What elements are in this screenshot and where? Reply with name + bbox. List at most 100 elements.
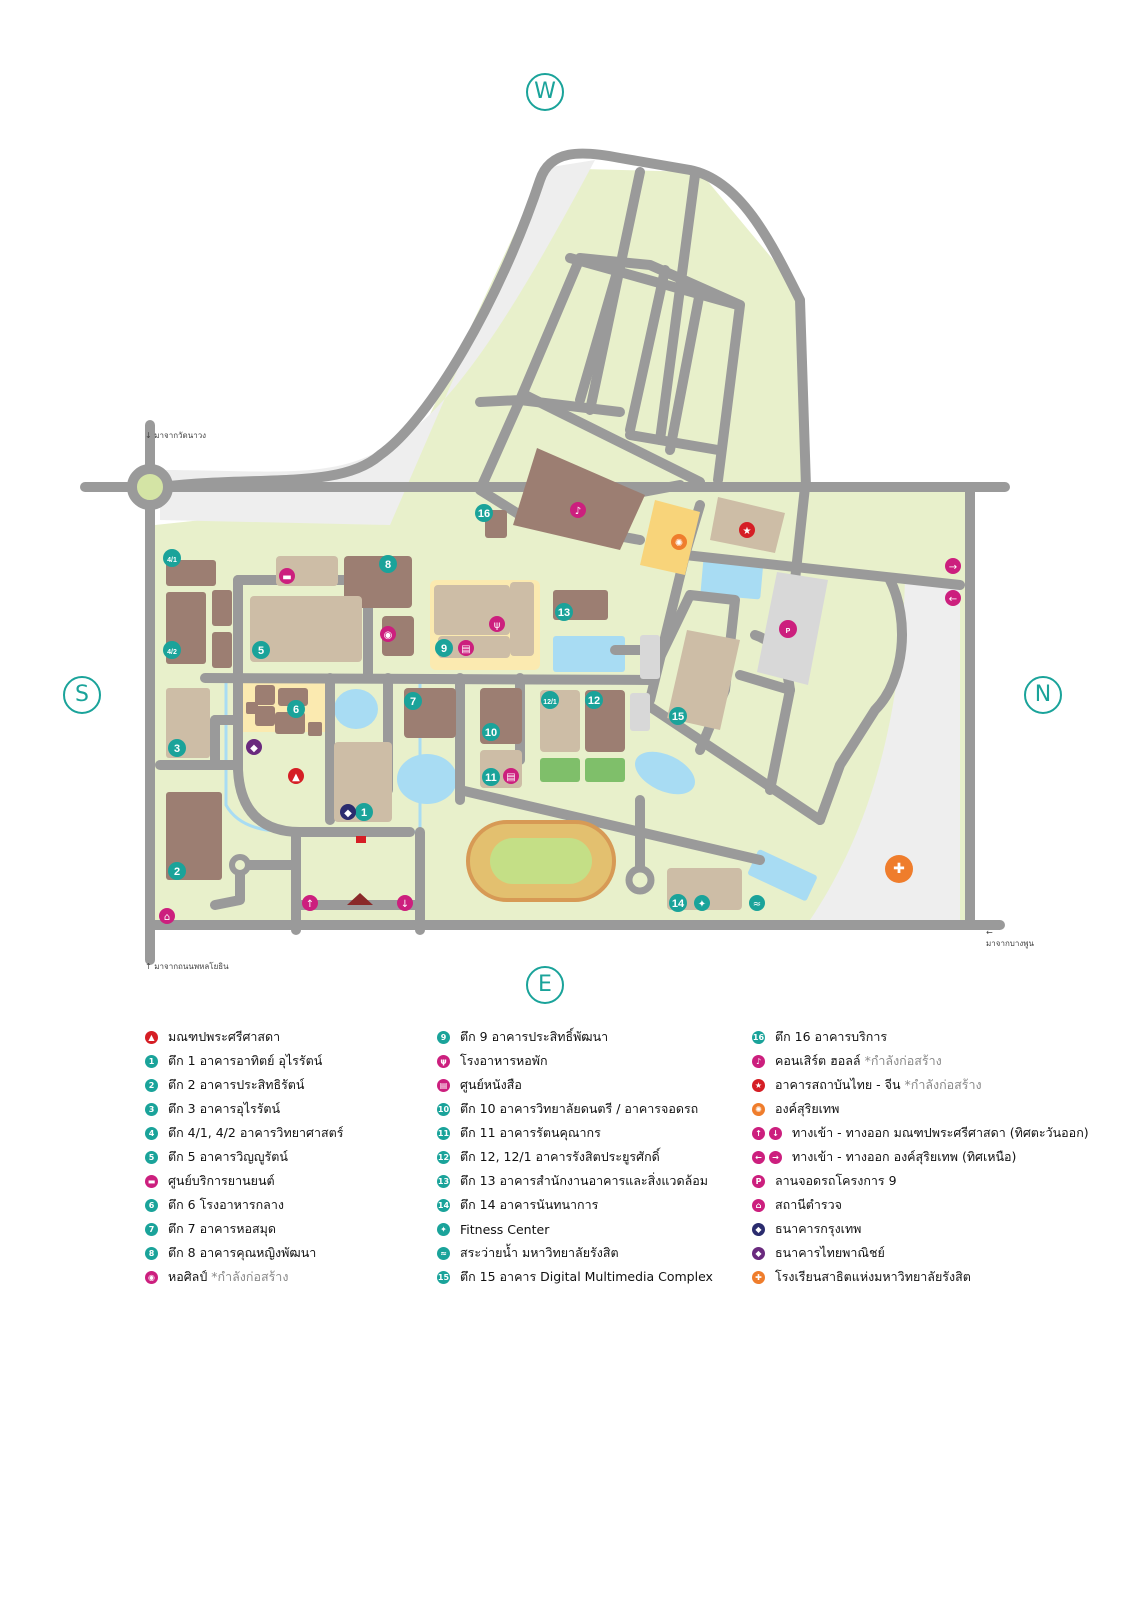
bookstore-marker: ▤ (503, 768, 519, 784)
svg-text:◆: ◆ (250, 743, 258, 754)
building-12-icon: 12 (437, 1150, 450, 1164)
legend-label: ตึก 12, 12/1 อาคารรังสิตประยูรศักดิ์ (460, 1149, 660, 1164)
building-16-marker: 16 (475, 504, 493, 522)
legend-note: *กำลังก่อสร้าง (211, 1269, 289, 1284)
temple-marker: ▲ (288, 768, 304, 784)
legend-label: ตึก 4/1, 4/2 อาคารวิทยาศาสตร์ (168, 1125, 344, 1140)
building-5-marker: 5 (252, 641, 270, 659)
svg-text:12: 12 (588, 695, 600, 707)
monument-icon (347, 893, 373, 905)
legend-label: ทางเข้า - ทางออก มณฑปพระศรีศาสดา (ทิศตะว… (792, 1125, 1089, 1140)
legend-item: 14 ตึก 14 อาคารนันทนาการ (437, 1193, 713, 1217)
svg-text:14: 14 (672, 898, 685, 910)
legend-item: ←→ทางเข้า - ทางออก องค์สุริยเทพ (ทิศเหนื… (752, 1145, 1089, 1169)
buildings-light (166, 497, 828, 910)
building-2-marker: 2 (168, 862, 186, 880)
legend-label: ตึก 11 อาคารรัตนคุณากร (460, 1125, 601, 1140)
legend-label: ศูนย์หนังสือ (460, 1077, 522, 1092)
legend-item: 12 ตึก 12, 12/1 อาคารรังสิตประยูรศักดิ์ (437, 1145, 713, 1169)
building-7-marker: 7 (404, 692, 422, 710)
legend-column-3: 16 ตึก 16 อาคารบริการ ♪คอนเสิร์ต ฮอลล์*กำล… (752, 1025, 1089, 1289)
building-12-marker: 12 (585, 691, 603, 709)
legend-label: อาคารสถาบันไทย - จีน (775, 1077, 901, 1092)
legend-label: ตึก 9 อาคารประสิทธิ์พัฒนา (460, 1029, 609, 1044)
building-4-1-marker: 4/1 (163, 549, 181, 567)
north-gate-out-marker: ← (945, 590, 961, 606)
svg-text:✺: ✺ (675, 538, 683, 549)
legend-label: โรงเรียนสาธิตแห่งมหาวิทยาลัยรังสิต (775, 1269, 971, 1284)
building-3-marker: 3 (168, 739, 186, 757)
building-5-icon: 5 (145, 1150, 158, 1164)
scb-bank-marker: ◆ (246, 739, 262, 755)
legend-item: ▤ ศูนย์หนังสือ (437, 1073, 713, 1097)
svg-text:1: 1 (361, 807, 367, 819)
flag-icon (356, 836, 366, 843)
swimming-pool-marker: ≈ (749, 895, 765, 911)
building-13-icon: 13 (437, 1174, 450, 1188)
swimming-pool-icon: ≈ (437, 1246, 450, 1260)
legend-label: ตึก 8 อาคารคุณหญิงพัฒนา (168, 1245, 317, 1260)
road-note-phahonyothin: ↑ มาจากถนนพหลโยธิน (145, 962, 229, 971)
legend-item: ↑↓ทางเข้า - ทางออก มณฑปพระศรีศาสดา (ทิศต… (752, 1121, 1089, 1145)
roundabout-track (625, 865, 655, 895)
building-14-icon: 14 (437, 1198, 450, 1212)
buildings (166, 448, 645, 880)
svg-text:→: → (949, 562, 957, 573)
roundabout-south (229, 854, 251, 876)
svg-text:4/2: 4/2 (167, 649, 177, 656)
building-4-icon: 4 (145, 1126, 158, 1140)
parking-icon: P (752, 1174, 765, 1188)
road-note-wat-bangwang: ↓ มาจากวัดนาวง (145, 431, 207, 440)
legend-label: ตึก 5 อาคารวิญญูรัตน์ (168, 1149, 288, 1164)
restaurant-marker: ψ (489, 616, 505, 632)
bookstore-icon: ▤ (437, 1078, 450, 1092)
svg-text:★: ★ (743, 526, 752, 537)
bangkok-bank-icon: ◆ (752, 1222, 765, 1236)
east-gate-in-marker: ↑ (302, 895, 318, 911)
water-bodies (334, 554, 817, 901)
building-10-marker: 10 (482, 723, 500, 741)
police-station-icon: ⌂ (752, 1198, 765, 1212)
svg-text:12/1: 12/1 (543, 699, 557, 706)
legend-label: ตึก 1 อาคารอาทิตย์ อุไรรัตน์ (168, 1053, 323, 1068)
legend-label: ตึก 16 อาคารบริการ (775, 1029, 888, 1044)
demonstration-school-icon: ✚ (752, 1270, 765, 1284)
svg-text:▤: ▤ (461, 644, 470, 655)
svg-text:▤: ▤ (506, 772, 515, 783)
thai-chinese-institute-marker: ★ (739, 522, 755, 538)
legend-label: ตึก 14 อาคารนันทนาการ (460, 1197, 599, 1212)
scb-bank-icon: ◆ (752, 1246, 765, 1260)
building-6-icon: 6 (145, 1198, 158, 1212)
svg-text:13: 13 (558, 607, 570, 619)
legend-item: ◉หอศิลป์*กำลังก่อสร้าง (145, 1265, 343, 1289)
svg-text:▲: ▲ (292, 772, 300, 783)
north-gate-in-marker: → (945, 558, 961, 574)
restaurant-icon: ψ (437, 1054, 450, 1068)
building-9-marker: 9 (435, 639, 453, 657)
legend-label: หอศิลป์ (168, 1269, 208, 1284)
legend-item: ✺องค์สุริยเทพ (752, 1097, 1089, 1121)
legend-item: ◆ธนาคารกรุงเทพ (752, 1217, 1089, 1241)
svg-text:▬: ▬ (282, 572, 291, 583)
legend-item: ♪คอนเสิร์ต ฮอลล์*กำลังก่อสร้าง (752, 1049, 1089, 1073)
svg-text:6: 6 (293, 704, 299, 716)
building-7-icon: 7 (145, 1222, 158, 1236)
svg-text:8: 8 (385, 559, 391, 571)
svg-text:9: 9 (441, 643, 447, 655)
bookstore-marker: ▤ (458, 640, 474, 656)
legend-label: สระว่ายน้ำ มหาวิทยาลัยรังสิต (460, 1245, 619, 1260)
legend-item: 16 ตึก 16 อาคารบริการ (752, 1025, 1089, 1049)
east-gate-out-marker: ↓ (397, 895, 413, 911)
building-4-2-marker: 4/2 (163, 641, 181, 659)
temple-icon: ▲ (145, 1030, 158, 1044)
svg-text:←: ← (949, 594, 957, 605)
building-16-icon: 16 (752, 1030, 765, 1044)
